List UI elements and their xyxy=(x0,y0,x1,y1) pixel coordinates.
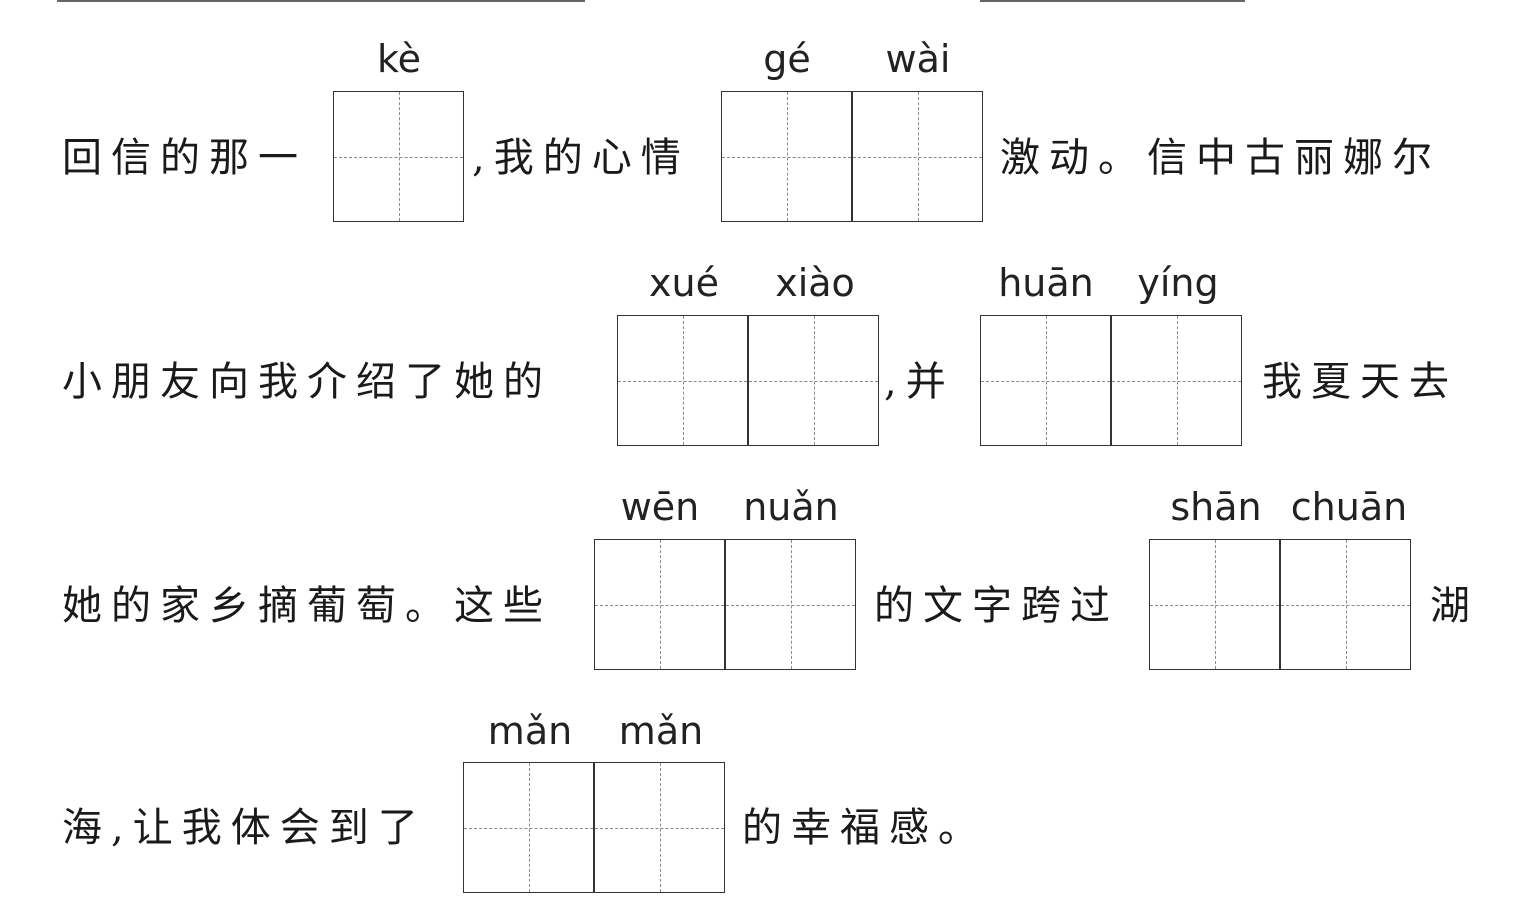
writing-box-man-1[interactable] xyxy=(463,762,594,893)
line4-text-a: 海,让我体会到了 xyxy=(62,805,427,851)
writing-box-ke[interactable] xyxy=(333,91,464,222)
line2-text-b: ,并 xyxy=(884,359,955,405)
writing-box-ying[interactable] xyxy=(1111,315,1242,446)
writing-box-wen[interactable] xyxy=(594,539,725,670)
writing-box-ge[interactable] xyxy=(721,91,852,222)
pinyin-shan: shān xyxy=(1170,485,1262,529)
pinyin-ge: gé xyxy=(763,37,811,81)
pinyin-man-2: mǎn xyxy=(618,709,704,753)
writing-box-xue[interactable] xyxy=(617,315,748,446)
writing-box-man-2[interactable] xyxy=(594,762,725,893)
line1-text-c: 激动。信中古丽娜尔 xyxy=(1000,135,1441,181)
line4-text-b: 的幸福感。 xyxy=(742,805,987,851)
pinyin-huan: huān xyxy=(998,261,1094,305)
writing-box-nuan[interactable] xyxy=(725,539,856,670)
line3-text-a: 她的家乡摘葡萄。这些 xyxy=(62,583,552,629)
pinyin-xue: xué xyxy=(649,261,719,305)
line3-text-b: 的文字跨过 xyxy=(874,583,1119,629)
pinyin-man-1: mǎn xyxy=(487,709,573,753)
pinyin-nuan: nuǎn xyxy=(743,485,839,529)
line1-text-b: ,我的心情 xyxy=(472,135,690,181)
pinyin-wai: wài xyxy=(885,37,951,81)
writing-box-wai[interactable] xyxy=(852,91,983,222)
pinyin-ying: yíng xyxy=(1137,261,1219,305)
pinyin-wen: wēn xyxy=(620,485,700,529)
pinyin-chuan: chuān xyxy=(1290,485,1408,529)
writing-box-shan[interactable] xyxy=(1149,539,1280,670)
line2-text-a: 小朋友向我介绍了她的 xyxy=(62,359,552,405)
line2-text-c: 我夏天去 xyxy=(1262,359,1458,405)
writing-box-xiao[interactable] xyxy=(748,315,879,446)
writing-box-chuan[interactable] xyxy=(1280,539,1411,670)
top-rule-left xyxy=(57,0,585,2)
writing-box-huan[interactable] xyxy=(980,315,1111,446)
pinyin-ke: kè xyxy=(376,37,422,81)
top-rule-right xyxy=(980,0,1245,2)
pinyin-xiao: xiào xyxy=(775,261,855,305)
line3-text-c: 湖 xyxy=(1430,583,1479,629)
line1-text-a: 回信的那一 xyxy=(62,135,307,181)
